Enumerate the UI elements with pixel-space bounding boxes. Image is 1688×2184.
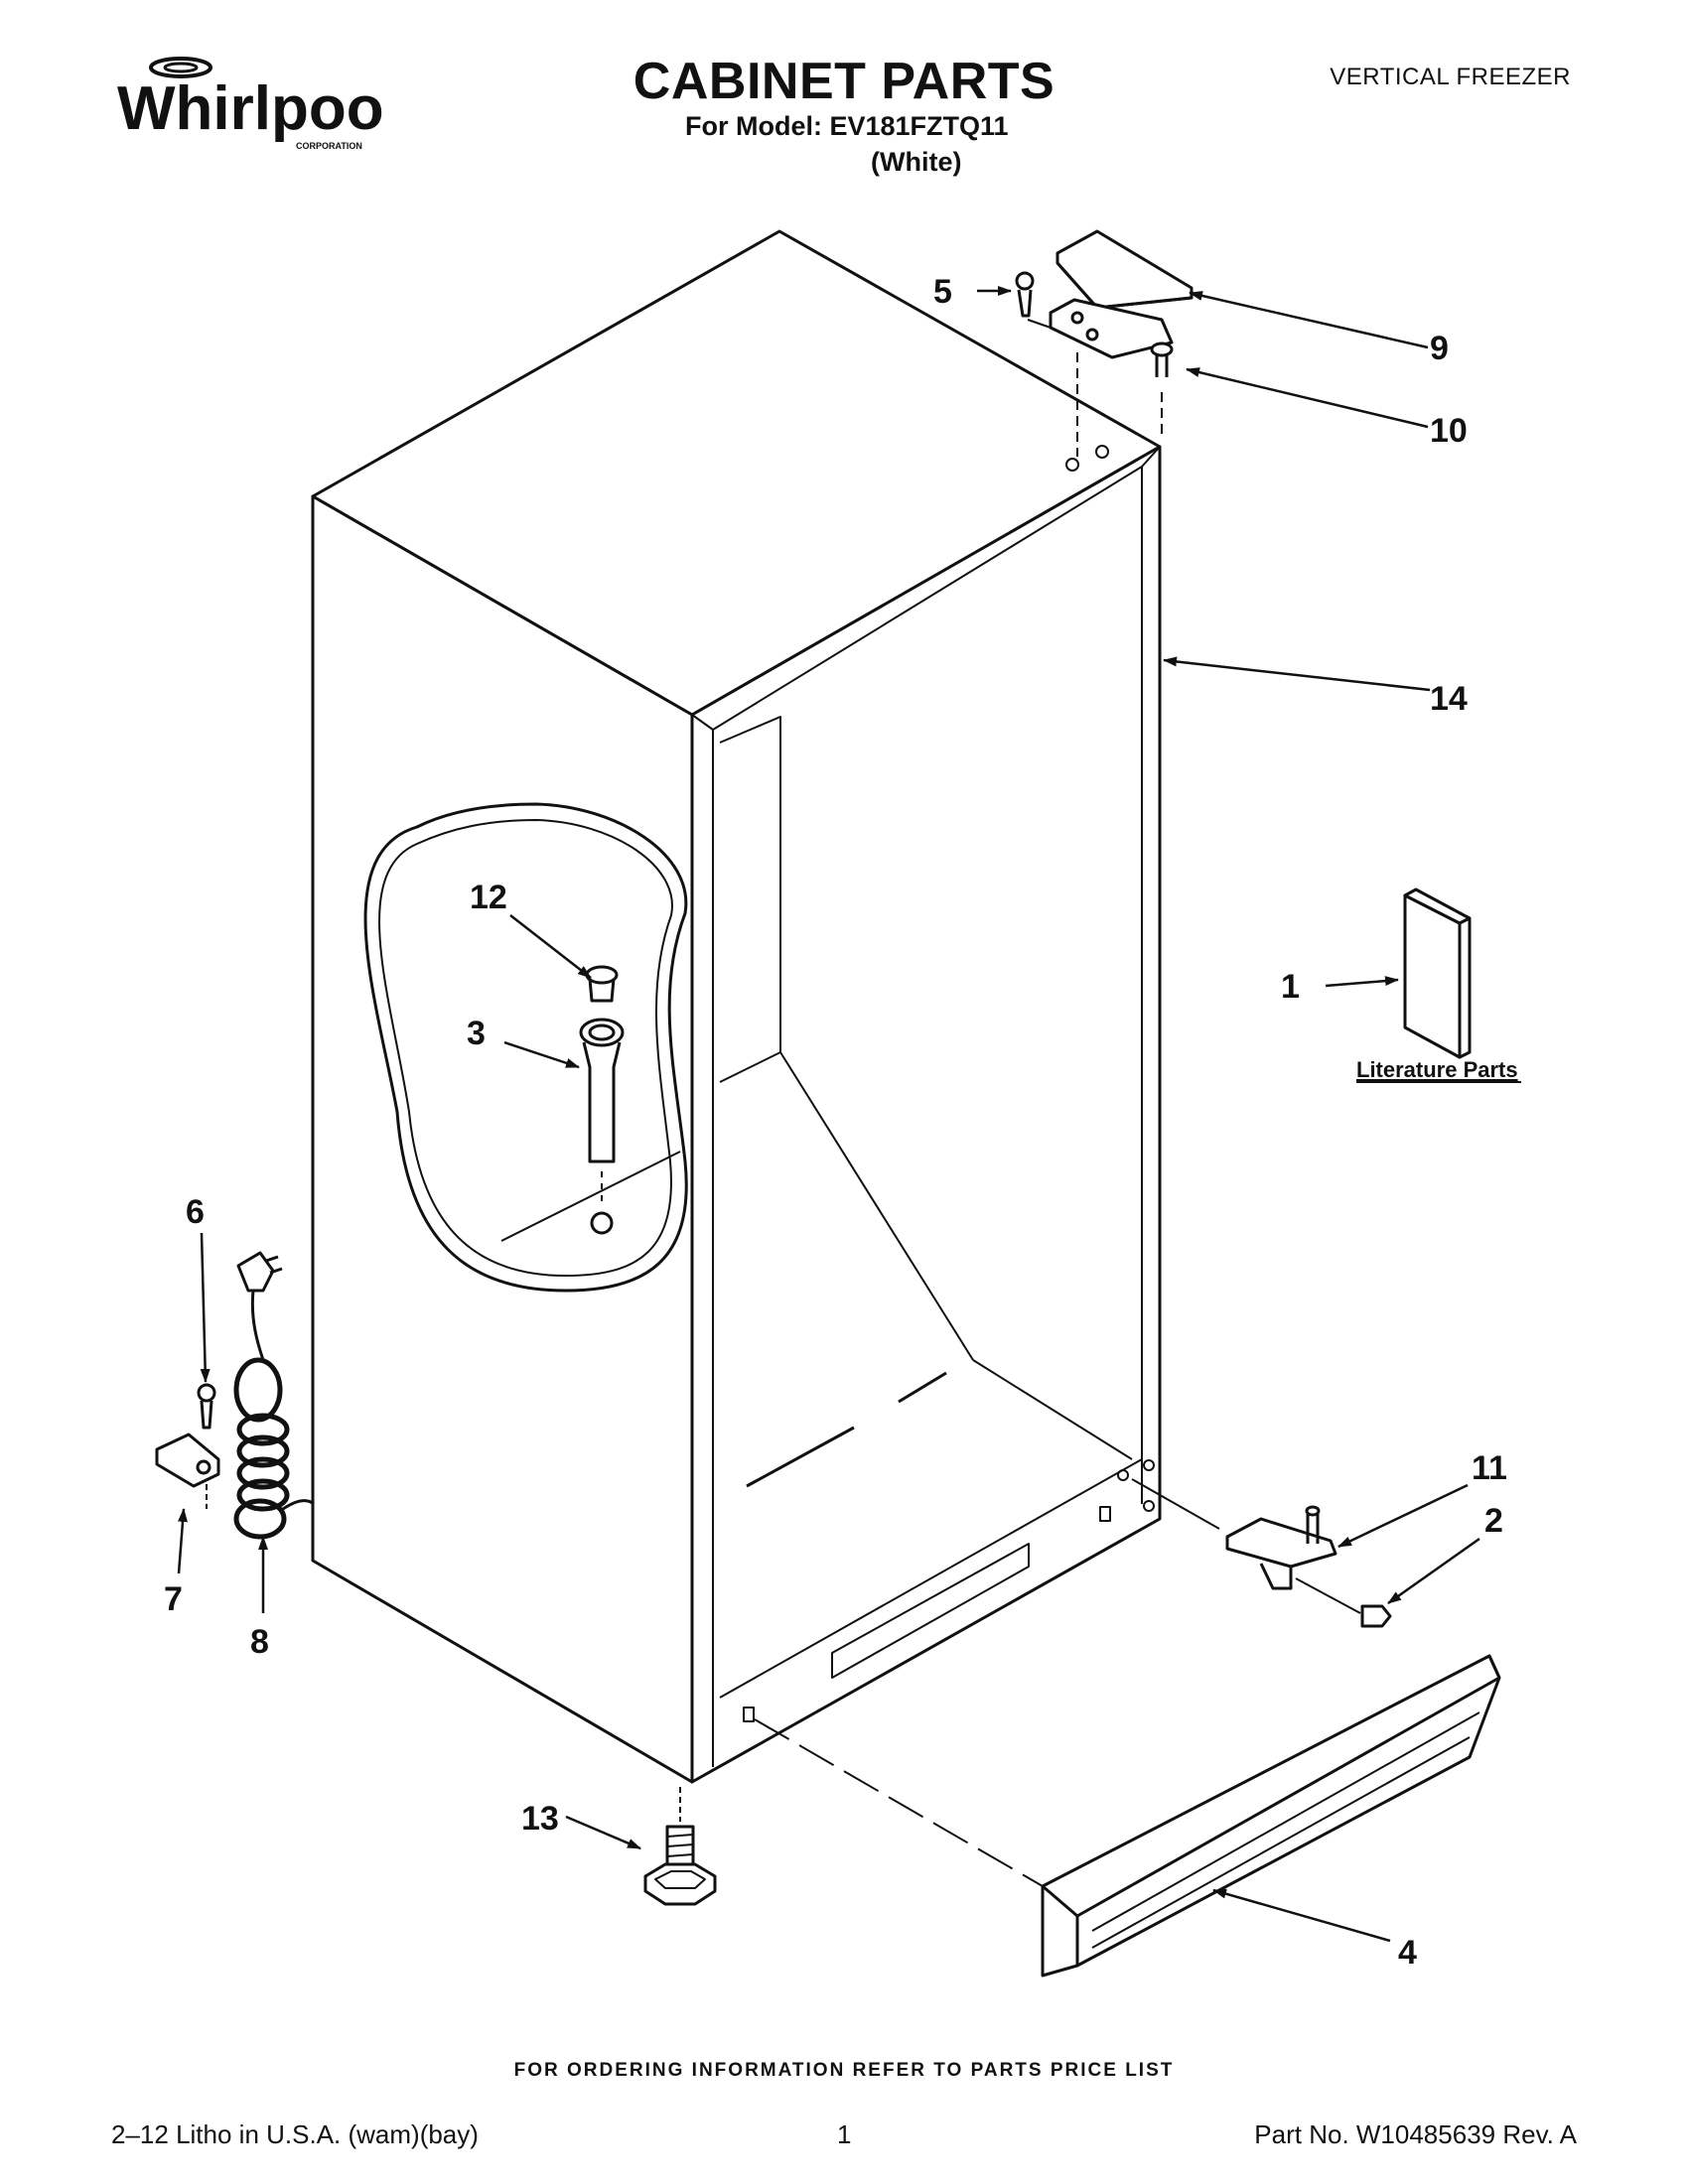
callout-14: 14 — [1430, 680, 1468, 718]
callout-12: 12 — [470, 879, 507, 916]
callout-8: 8 — [250, 1623, 269, 1661]
callout-3: 3 — [467, 1015, 486, 1052]
callout-11: 11 — [1472, 1449, 1507, 1487]
whirlpool-logo: Whirlpool CORPORATION — [117, 57, 387, 151]
callout-7: 7 — [164, 1580, 183, 1618]
model-line: For Model: EV181FZTQ11 — [685, 111, 1009, 141]
brand-subtitle: CORPORATION — [296, 141, 362, 151]
page-title: CABINET PARTS — [633, 53, 1055, 110]
bottom-hinge-part-11 — [1131, 1478, 1337, 1590]
drain-tube-part-3 — [579, 1018, 625, 1235]
ordering-note: FOR ORDERING INFORMATION REFER TO PARTS … — [513, 2060, 1175, 2081]
callout-5: 5 — [933, 273, 952, 311]
doc-type-label: VERTICAL FREEZER — [1330, 64, 1571, 90]
cabinet-body — [311, 229, 1162, 1784]
color-line: (White) — [871, 147, 962, 177]
screw-part-2 — [1295, 1577, 1392, 1628]
cord-clamp-part-7 — [155, 1433, 220, 1509]
power-cord-part-8 — [233, 1251, 315, 1540]
callout-6: 6 — [186, 1193, 205, 1231]
screw-part-5 — [1015, 271, 1052, 329]
callout-13: 13 — [521, 1800, 559, 1838]
footer-part-number: Part No. W10485639 Rev. A — [1254, 2119, 1577, 2149]
cutaway-outline — [363, 802, 688, 1293]
callout-2: 2 — [1484, 1502, 1503, 1540]
callout-1: 1 — [1281, 968, 1300, 1006]
footer-page-number: 1 — [837, 2119, 852, 2149]
callout-9: 9 — [1430, 330, 1449, 367]
footer-litho: 2–12 Litho in U.S.A. (wam)(bay) — [111, 2119, 479, 2149]
toe-grille-part-4 — [754, 1654, 1501, 1978]
hinge-cover-part-9 — [1055, 229, 1194, 310]
leveling-leg-part-13 — [643, 1787, 717, 1906]
literature-parts-label: Literature Parts — [1356, 1057, 1518, 1082]
screw-part-6 — [197, 1383, 216, 1430]
literature-booklet-part-1 — [1403, 887, 1472, 1059]
callout-arrows — [177, 286, 1480, 1943]
callout-10: 10 — [1430, 412, 1468, 450]
brand-wordmark: Whirlpool — [117, 74, 387, 143]
callout-4: 4 — [1398, 1934, 1417, 1972]
